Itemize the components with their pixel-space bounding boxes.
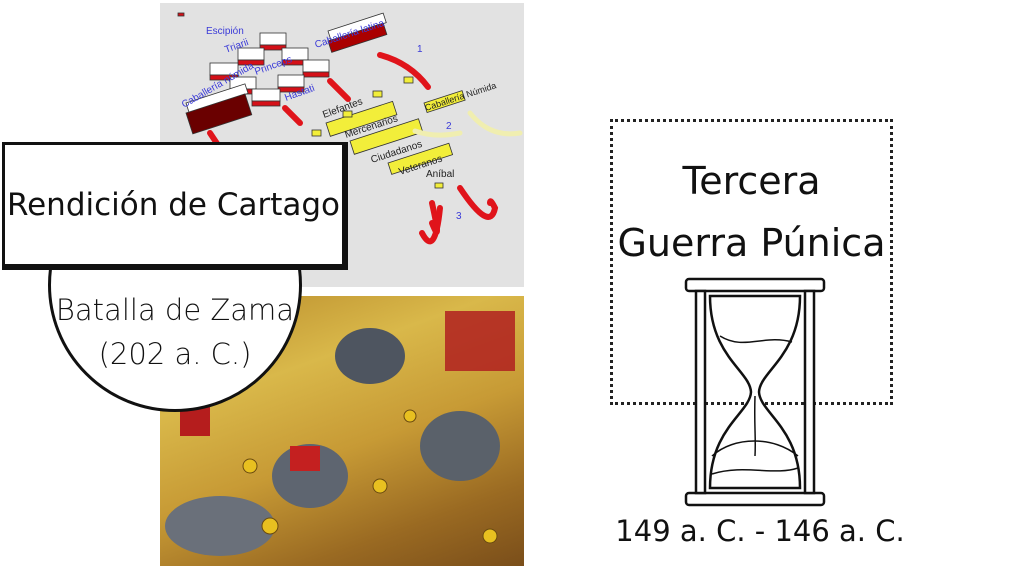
tercera-title-line2: Guerra Púnica	[617, 221, 886, 265]
battle-diagram: Escipión Triarii Princeps Hastati Caball…	[177, 12, 523, 245]
label-step-3: 3	[456, 211, 462, 222]
tercera-title: Tercera Guerra Púnica	[600, 150, 903, 274]
arrow-1	[377, 52, 431, 90]
rendicion-title-box[interactable]: Rendición de Cartago	[2, 142, 348, 270]
battle-scene	[165, 311, 515, 556]
battle-painting-image	[160, 296, 524, 566]
tercera-dates: 149 a. C. - 146 a. C.	[615, 514, 905, 548]
rendicion-title: Rendición de Cartago	[6, 186, 341, 223]
hourglass-icon	[684, 276, 826, 508]
roman-unit	[259, 32, 287, 51]
label-caballeria-numida-right: Caballería Númida	[424, 80, 498, 113]
label-step-1: 1	[417, 44, 423, 55]
tercera-title-line1: Tercera	[682, 159, 821, 203]
label-step-2: 2	[446, 121, 452, 132]
zama-title: Batalla de Zama	[55, 293, 295, 327]
label-escipion: Escipión	[206, 26, 244, 37]
zama-label[interactable]: Batalla de Zama (202 a. C.)	[48, 288, 302, 376]
label-anibal: Aníbal	[426, 169, 454, 180]
zama-date: (202 a. C.)	[98, 337, 252, 371]
